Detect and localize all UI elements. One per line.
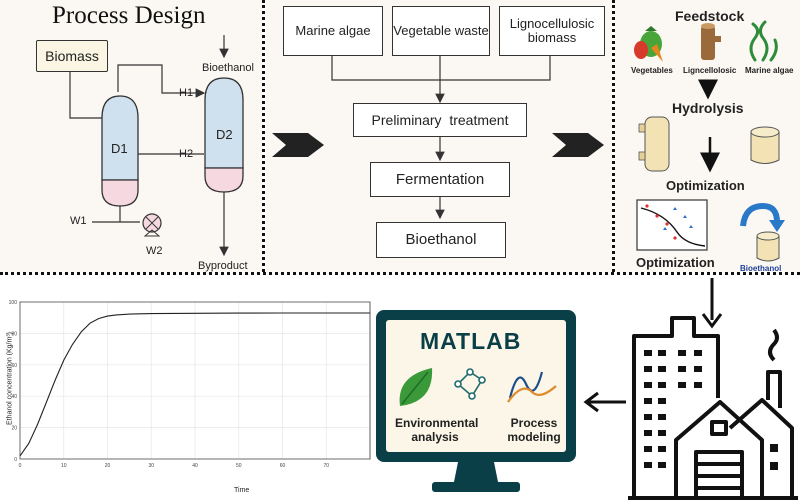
optimization-label-1: Optimization — [666, 178, 745, 193]
bioethanol-tank-icon — [756, 231, 780, 262]
chart-ytick-label: 80 — [11, 331, 17, 337]
optimization-plot-icon — [636, 199, 708, 251]
chart-xtick-label: 60 — [280, 463, 286, 469]
biomass-to-d1-line — [69, 70, 104, 119]
bioethanol-output-label: Bioethanol — [740, 264, 782, 273]
seaweed-icon — [749, 20, 778, 62]
chevron-arrow-icon-2 — [552, 133, 604, 157]
wood-log-icon — [701, 23, 721, 60]
chart-ytick-label: 20 — [11, 426, 17, 432]
process-diagram — [69, 35, 244, 257]
chart-frame — [19, 301, 371, 460]
monitor — [376, 310, 576, 492]
bioethanol-label: Bioethanol — [202, 62, 254, 74]
flowchart-connectors — [331, 55, 551, 220]
d1-vessel — [101, 95, 139, 207]
chevron-arrow-icon-1 — [272, 133, 324, 157]
feedstock-graphics — [634, 20, 785, 262]
step-bioethanol: Bioethanol — [376, 222, 506, 258]
feedstock-item-vegetables: Vegetables — [631, 66, 673, 75]
hydrolysis-tank-icon — [638, 116, 670, 172]
chart-ytick-label: 100 — [9, 300, 18, 306]
step-preliminary-treatment: Preliminary treatment — [353, 103, 527, 137]
feedstock-item-marine-algae: Marine algae — [745, 66, 794, 75]
curved-arrow-icon — [740, 202, 780, 227]
process-design-title: Process Design — [52, 2, 206, 29]
chart-xtick-label: 10 — [61, 463, 67, 469]
leaf-icon — [399, 368, 433, 406]
chart-xtick-label: 20 — [105, 463, 111, 469]
source-box-lignocellulosic: Lignocellulosic biomass — [499, 6, 605, 56]
biomass-box: Biomass — [36, 40, 108, 72]
feedstock-item-lignocellulosic: Ligncellolosic — [683, 66, 737, 75]
step-fermentation: Fermentation — [370, 162, 510, 197]
chart-ytick-label: 0 — [14, 457, 17, 463]
process-modeling-label: Process modeling — [507, 416, 561, 444]
separator-vertical-1 — [262, 0, 265, 272]
factory-building-icon — [628, 316, 798, 500]
d2-vessel — [204, 77, 244, 193]
chart-xtick-label: 0 — [19, 463, 22, 469]
h1-label: H1 — [179, 87, 194, 99]
w2-label: W2 — [146, 245, 163, 257]
source-box-marine-algae: Marine algae — [283, 6, 383, 56]
separator-horizontal — [0, 272, 800, 275]
h2-label: H2 — [179, 148, 194, 160]
chart-ylabel: Ethanol concentration (Kg/m³) — [6, 332, 14, 425]
storage-cylinder-icon — [750, 126, 780, 164]
chart-xlabel: Time — [234, 487, 250, 494]
chart-series-line — [19, 312, 370, 457]
environmental-analysis-label: Environmental analysis — [395, 416, 479, 444]
pump-icon — [142, 213, 162, 237]
arrow-left-icon — [583, 391, 626, 413]
source-box-vegetable-waste: Vegetable waste — [392, 6, 490, 56]
w1-label: W1 — [70, 215, 87, 227]
network-icon — [454, 368, 486, 400]
chart-xtick-label: 40 — [192, 463, 198, 469]
ethanol-concentration-chart: 0 20 40 60 80 100 0 10 20 30 40 50 60 70 — [9, 300, 371, 469]
wave-curves-icon — [507, 371, 557, 403]
d1-label: D1 — [111, 141, 128, 156]
hydrolysis-label: Hydrolysis — [672, 100, 744, 116]
byproduct-label: Byproduct — [198, 260, 248, 272]
chart-ytick-label: 40 — [11, 394, 17, 400]
optimization-label-2: Optimization — [636, 255, 715, 270]
chart-xtick-label: 70 — [323, 463, 329, 469]
vegetables-icon — [634, 26, 663, 62]
matlab-title: MATLAB — [420, 328, 522, 354]
d2-label: D2 — [216, 127, 233, 142]
feedstock-title: Feedstock — [675, 8, 745, 24]
separator-vertical-2 — [612, 0, 615, 272]
chart-ytick-label: 60 — [11, 363, 17, 369]
chart-xtick-label: 50 — [236, 463, 242, 469]
arrow-down-icon — [701, 278, 723, 329]
chart-xtick-label: 30 — [148, 463, 154, 469]
d1-recycle-line — [117, 64, 206, 98]
